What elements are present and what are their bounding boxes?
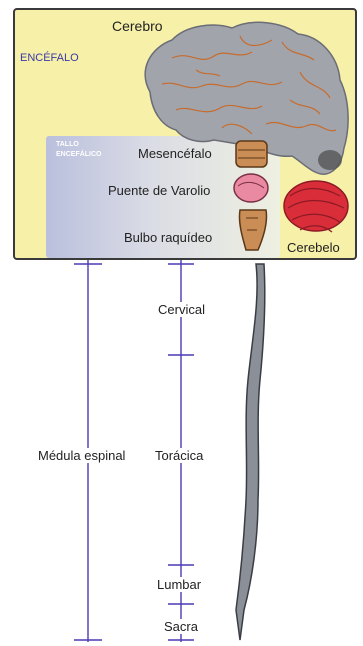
cervical-label: Cervical bbox=[156, 302, 207, 317]
bulbo-label: Bulbo raquídeo bbox=[124, 230, 212, 245]
mesencefalo-label: Mesencéfalo bbox=[138, 146, 212, 161]
medula-label: Médula espinal bbox=[36, 448, 127, 463]
lumbar-label: Lumbar bbox=[155, 577, 203, 592]
cerebelo-label: Cerebelo bbox=[287, 240, 340, 255]
mesencefalo-illustration bbox=[236, 141, 267, 167]
cerebelo-illustration bbox=[284, 181, 348, 232]
sacra-label: Sacra bbox=[162, 619, 200, 634]
cerebro-label: Cerebro bbox=[112, 18, 163, 34]
tallo-label-line1: TALLO bbox=[56, 141, 79, 148]
puente-label: Puente de Varolio bbox=[108, 183, 210, 198]
tallo-label-line2: ENCEFÁLICO bbox=[56, 151, 102, 158]
medula-illustration bbox=[236, 264, 265, 640]
encefalo-label: ENCÉFALO bbox=[20, 52, 79, 64]
puente-illustration bbox=[234, 174, 268, 202]
toracica-label: Torácica bbox=[153, 448, 205, 463]
bulbo-illustration bbox=[239, 210, 266, 250]
